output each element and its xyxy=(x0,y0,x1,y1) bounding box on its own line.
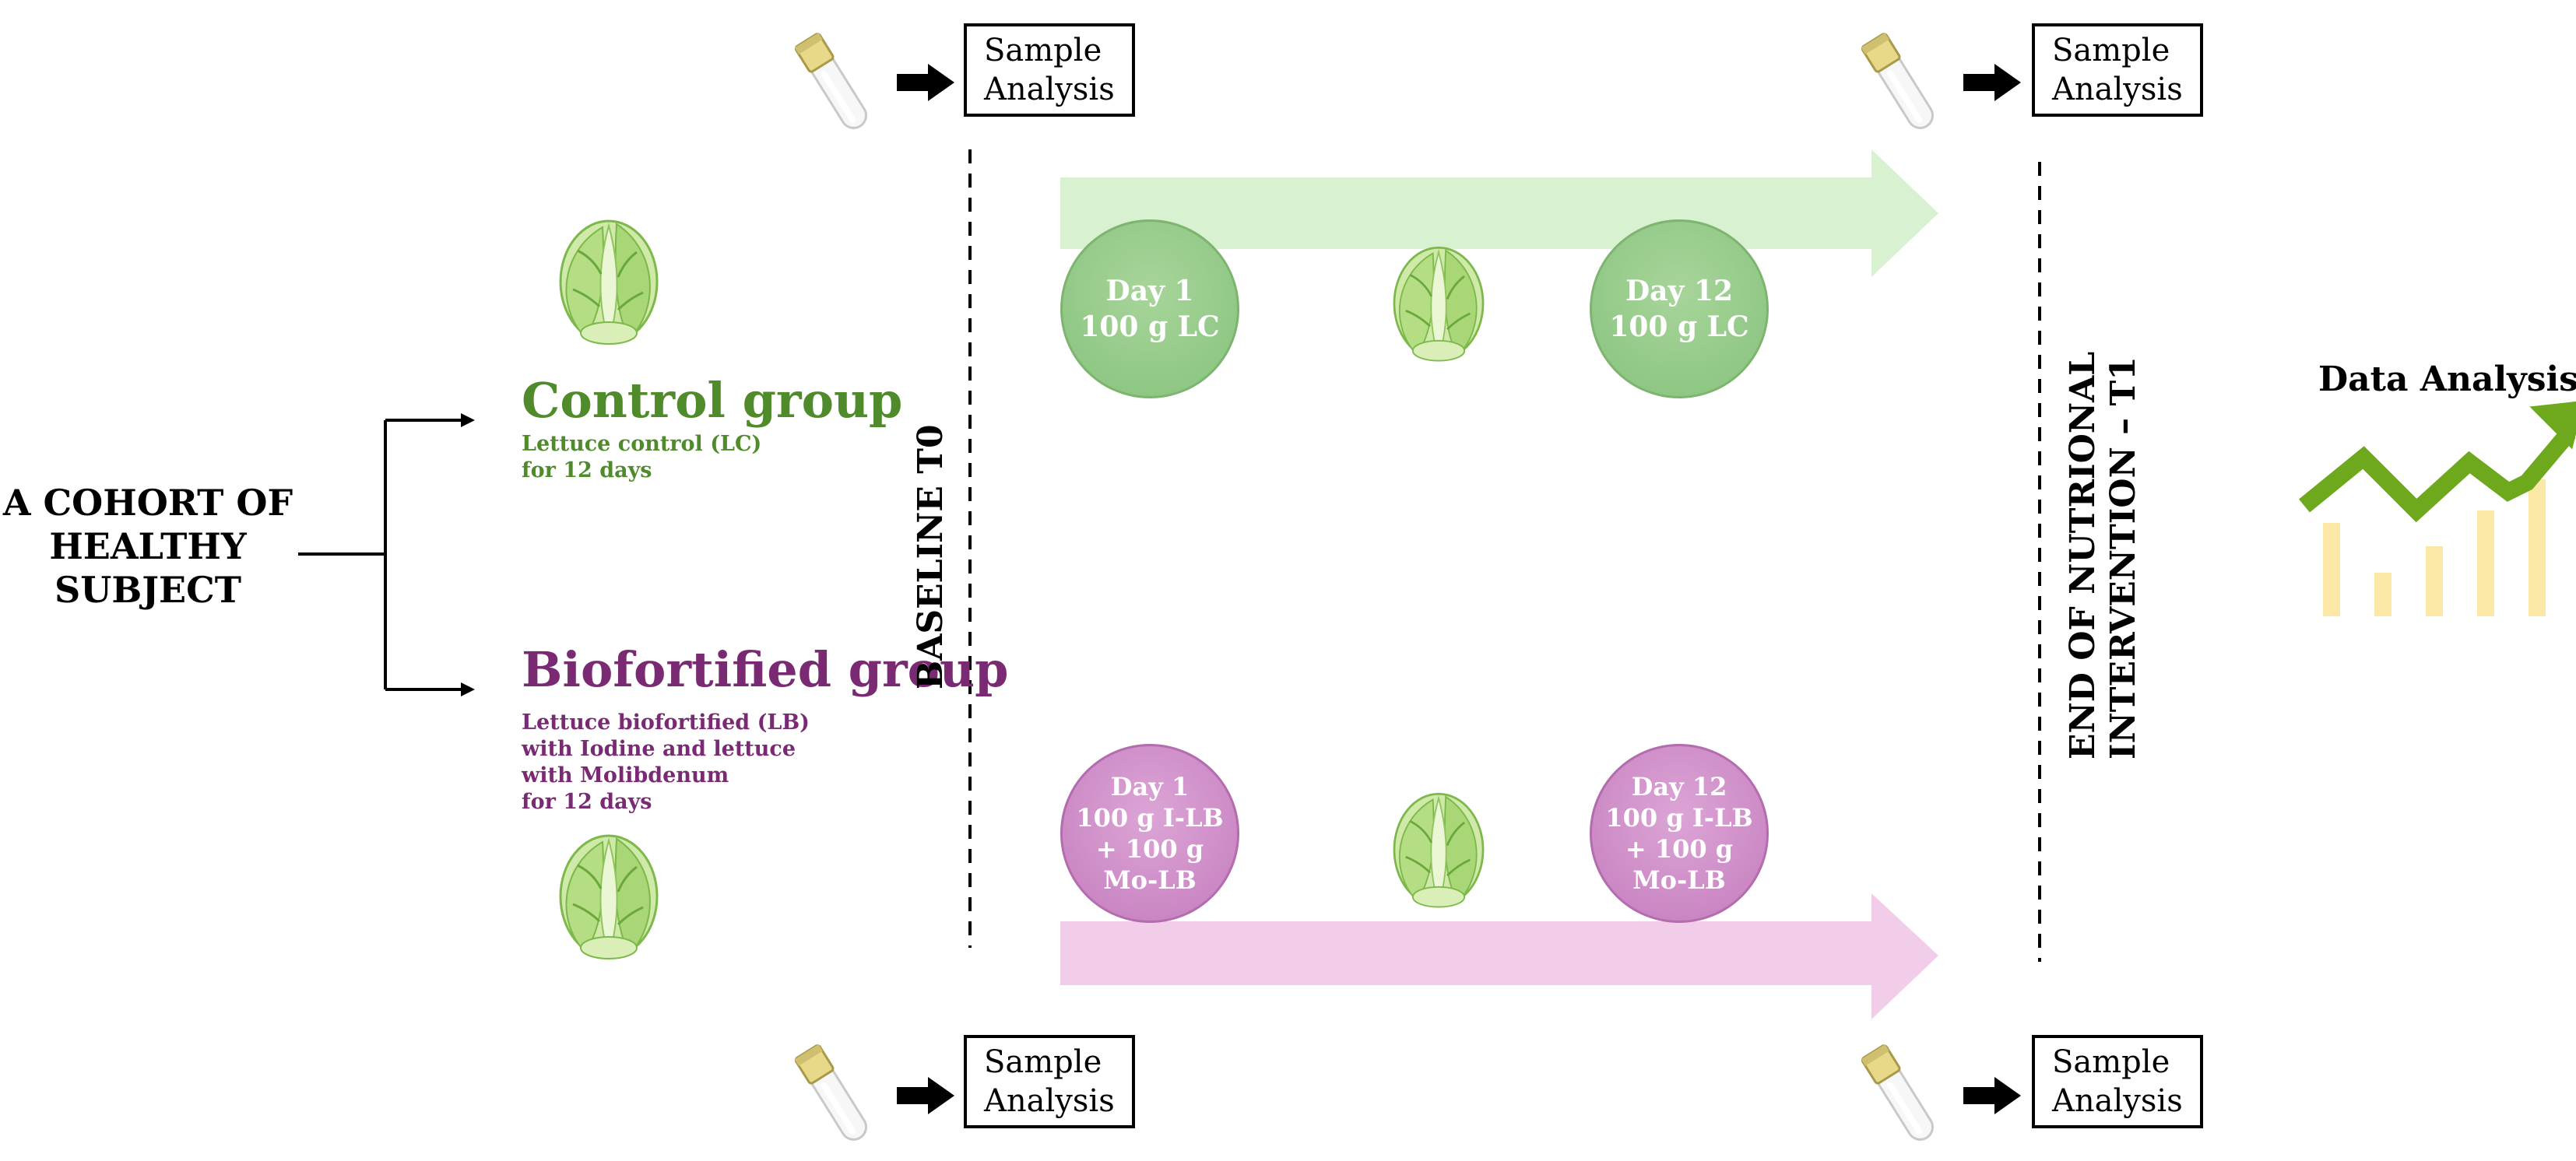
circle-line-4: Mo-LB xyxy=(1103,865,1197,895)
right-arrow-icon xyxy=(897,1077,954,1114)
lettuce-icon xyxy=(1393,792,1485,908)
control-desc-line-2: for 12 days xyxy=(522,458,652,482)
growth-arrowhead xyxy=(2529,401,2576,450)
sample-line-1: Sample xyxy=(2052,1044,2170,1080)
circle-line-3: + 100 g xyxy=(1625,834,1734,864)
bio-day-1-circle: Day 1 100 g I-LB + 100 g Mo-LB xyxy=(1060,744,1239,923)
circle-line-2: 100 g I-LB xyxy=(1605,803,1753,833)
end-label-line-2: INTERVENTION – T1 xyxy=(2103,356,2143,759)
sample-line-1: Sample xyxy=(984,33,1102,68)
test-tube-icon xyxy=(793,1043,873,1147)
baseline-label: BASELINE T0 xyxy=(911,424,951,689)
cohort-line-1: A COHORT OF xyxy=(2,482,293,524)
cohort-line-3: SUBJECT xyxy=(54,569,241,611)
circle-day: Day 1 xyxy=(1105,275,1194,307)
biofortified-group-title: Biofortified group xyxy=(522,641,1009,698)
right-arrow-icon xyxy=(897,64,954,101)
circle-day: Day 1 xyxy=(1110,772,1190,801)
sample-analysis-box: Sample Analysis xyxy=(964,1035,1135,1128)
cohort-line-2: HEALTHY xyxy=(49,525,247,567)
sample-line-1: Sample xyxy=(984,1044,1102,1080)
sample-line-2: Analysis xyxy=(984,1083,1115,1119)
control-group-description: Lettuce control (LC) for 12 days xyxy=(522,431,761,484)
circle-day: Day 12 xyxy=(1625,275,1734,307)
control-desc-line-1: Lettuce control (LC) xyxy=(522,432,762,456)
end-label-line-1: END OF NUTRIONAL xyxy=(2063,351,2103,759)
bio-desc-line-3: with Molibdenum xyxy=(522,763,729,787)
chart-bar xyxy=(2323,523,2340,616)
data-analysis-title: Data Analysis xyxy=(2318,360,2576,399)
lettuce-icon xyxy=(1393,246,1485,362)
lettuce-icon xyxy=(559,834,659,960)
growth-chart-icon xyxy=(2299,401,2576,616)
circle-line-4: Mo-LB xyxy=(1632,865,1726,895)
branch-arrowhead-control xyxy=(461,413,475,427)
test-tube-icon xyxy=(793,31,873,135)
bio-desc-line-1: Lettuce biofortified (LB) xyxy=(522,710,810,735)
right-arrow-icon xyxy=(1963,64,2021,101)
control-group-title: Control group xyxy=(522,372,903,429)
cohort-label: A COHORT OF HEALTHY SUBJECT xyxy=(0,481,296,612)
chart-bar xyxy=(2374,573,2391,616)
sample-line-2: Analysis xyxy=(984,72,1115,107)
chart-bar xyxy=(2426,546,2443,616)
end-intervention-label: END OF NUTRIONAL INTERVENTION – T1 xyxy=(2063,351,2144,759)
test-tube-icon xyxy=(1860,31,1940,135)
branch-arrowhead-biofortified xyxy=(461,682,475,696)
chart-bar xyxy=(2477,510,2494,616)
circle-line-2: 100 g I-LB xyxy=(1076,803,1224,833)
bio-day-12-circle: Day 12 100 g I-LB + 100 g Mo-LB xyxy=(1590,744,1769,923)
sample-analysis-box: Sample Analysis xyxy=(2032,1035,2203,1128)
circle-dose: 100 g LC xyxy=(1080,310,1220,343)
circle-dose: 100 g LC xyxy=(1609,310,1749,343)
bio-desc-line-2: with Iodine and lettuce xyxy=(522,737,796,761)
circle-line-3: + 100 g xyxy=(1095,834,1204,864)
sample-analysis-box: Sample Analysis xyxy=(2032,23,2203,117)
chart-bars xyxy=(2323,479,2546,616)
chart-bar xyxy=(2529,479,2546,616)
bio-desc-line-4: for 12 days xyxy=(522,790,652,814)
control-day-1-circle: Day 1 100 g LC xyxy=(1060,219,1239,398)
sample-line-1: Sample xyxy=(2052,33,2170,68)
right-arrow-icon xyxy=(1963,1077,2021,1114)
pink-timeline-arrow xyxy=(1060,893,1938,1019)
test-tube-icon xyxy=(1860,1043,1940,1147)
sample-analysis-box: Sample Analysis xyxy=(964,23,1135,117)
circle-day: Day 12 xyxy=(1631,772,1727,801)
control-day-12-circle: Day 12 100 g LC xyxy=(1590,219,1769,398)
lettuce-icon xyxy=(559,219,659,345)
growth-line xyxy=(2299,426,2576,523)
biofortified-group-description: Lettuce biofortified (LB) with Iodine an… xyxy=(522,710,810,816)
sample-line-2: Analysis xyxy=(2052,72,2183,107)
sample-line-2: Analysis xyxy=(2052,1083,2183,1119)
